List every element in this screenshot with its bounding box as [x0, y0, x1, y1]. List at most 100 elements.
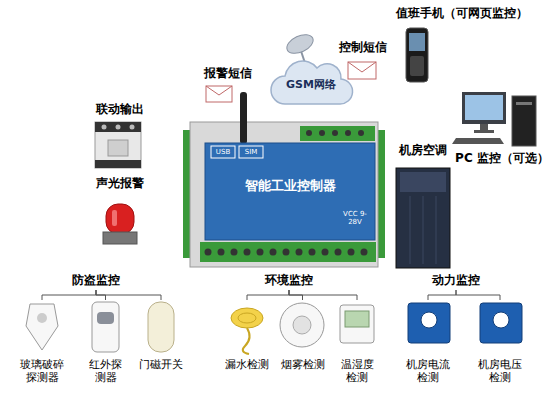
contactor-bottom	[95, 160, 141, 168]
bracket-line	[456, 290, 500, 300]
smoke-detector-icon	[280, 303, 324, 347]
monitor-stand	[480, 124, 488, 130]
screw	[345, 130, 351, 136]
group-heading-text: 环境监控	[253, 273, 325, 287]
envelope-body	[348, 62, 376, 79]
detector-sensor	[37, 313, 47, 323]
bracket-line	[428, 290, 456, 300]
port-frame	[239, 146, 263, 158]
current-sensor: 机房电流检测	[398, 300, 458, 395]
alarm-light-icon	[103, 204, 137, 244]
screw	[283, 249, 290, 256]
ac-cabinet	[396, 168, 450, 268]
ac-seam	[410, 196, 411, 264]
door-magnet-icon	[148, 302, 174, 352]
device-label: 联动输出	[85, 102, 155, 116]
screw	[319, 130, 325, 136]
voltage-sensor: 机房电压检测	[470, 300, 530, 395]
leak-wire	[243, 328, 250, 354]
glass-break-detector: 玻璃破碎探测器	[12, 300, 72, 395]
bracket-line	[289, 290, 357, 300]
screw	[332, 130, 338, 136]
device-label: 值班手机（可网页监控）	[372, 6, 552, 20]
infrared-detector: 红外探测器	[78, 300, 133, 395]
ac-seam	[436, 196, 437, 264]
device-label: 玻璃破碎探测器	[19, 358, 66, 384]
temperature-humidity-sensor-icon	[340, 305, 374, 343]
device-label: 门磁开关	[137, 358, 185, 371]
screw	[116, 125, 121, 130]
temperature-humidity-sensor: 温湿度检测	[332, 300, 382, 395]
screw	[322, 249, 329, 256]
port-frame	[211, 146, 235, 158]
device-label: 烟雾检测	[279, 358, 327, 371]
screw	[348, 249, 355, 256]
infrared-lens	[97, 312, 114, 324]
device-label: 机房电流检测	[405, 358, 452, 384]
terminal-block	[200, 242, 376, 262]
monitor-base	[474, 130, 494, 133]
server-room-ac: 机房空调	[392, 143, 454, 268]
phone-keys	[410, 56, 424, 76]
screw	[130, 125, 135, 130]
smoke-detector: 烟雾检测	[275, 300, 330, 395]
gsm-cloud-shape	[271, 61, 353, 104]
voltage-sensor-icon	[480, 303, 522, 343]
screw	[358, 130, 364, 136]
monitor	[462, 92, 506, 124]
sensor-hole	[421, 312, 437, 328]
screw	[335, 249, 342, 256]
device-label: PC 监控（可选）	[452, 151, 552, 165]
screw	[218, 249, 225, 256]
glass-break-detector-icon	[26, 304, 58, 350]
leak-detector: 漏水检测	[222, 300, 272, 395]
linkage-output: 联动输出	[85, 102, 155, 172]
device-label: 红外探测器	[88, 358, 124, 384]
phone-screen	[409, 33, 425, 51]
phone-body	[406, 28, 428, 82]
envelope-flap	[348, 62, 376, 72]
pc-monitor: PC 监控（可选）	[452, 88, 552, 168]
duty-phone: 值班手机（可网页监控）	[372, 6, 552, 86]
current-sensor-icon	[408, 303, 450, 343]
sound-light-alarm: 声光报警	[85, 176, 155, 248]
contactor-icon	[95, 122, 141, 168]
alarm-dome	[106, 204, 134, 234]
controller-title: 智能工业控制器	[205, 178, 375, 194]
ac-seam	[423, 196, 424, 264]
smoke-detector-center	[293, 316, 311, 334]
screw	[244, 249, 251, 256]
monitor-screen	[465, 95, 503, 120]
controller-illustration	[183, 92, 385, 267]
door-magnet-switch: 门磁开关	[136, 300, 186, 395]
leak-sensor-icon	[231, 308, 263, 328]
bracket-line	[42, 290, 96, 300]
group-heading: 防盗监控	[60, 272, 132, 290]
screw	[231, 249, 238, 256]
drive-bay	[516, 102, 532, 105]
device-label: 声光报警	[85, 176, 155, 190]
pc-icon	[452, 92, 536, 146]
leak-coil	[238, 313, 256, 323]
antenna	[240, 92, 247, 144]
screw	[270, 249, 277, 256]
screw	[257, 249, 264, 256]
device-label: 控制短信	[335, 40, 390, 54]
screw	[306, 130, 312, 136]
contactor-top	[95, 122, 141, 132]
port-label: SIM	[239, 148, 263, 156]
device-label: 报警短信	[198, 66, 258, 80]
gsm-cloud: GSM网络	[272, 64, 350, 106]
alarm-sms: 报警短信	[198, 66, 258, 106]
pc-tower	[512, 96, 536, 146]
screw	[102, 125, 107, 130]
industrial-controller: USBSIM智能工业控制器VCC 9-28V	[183, 122, 383, 267]
alarm-highlight	[112, 210, 117, 226]
sensor-hole	[493, 312, 509, 328]
envelope-body	[206, 86, 232, 102]
screw	[205, 249, 212, 256]
